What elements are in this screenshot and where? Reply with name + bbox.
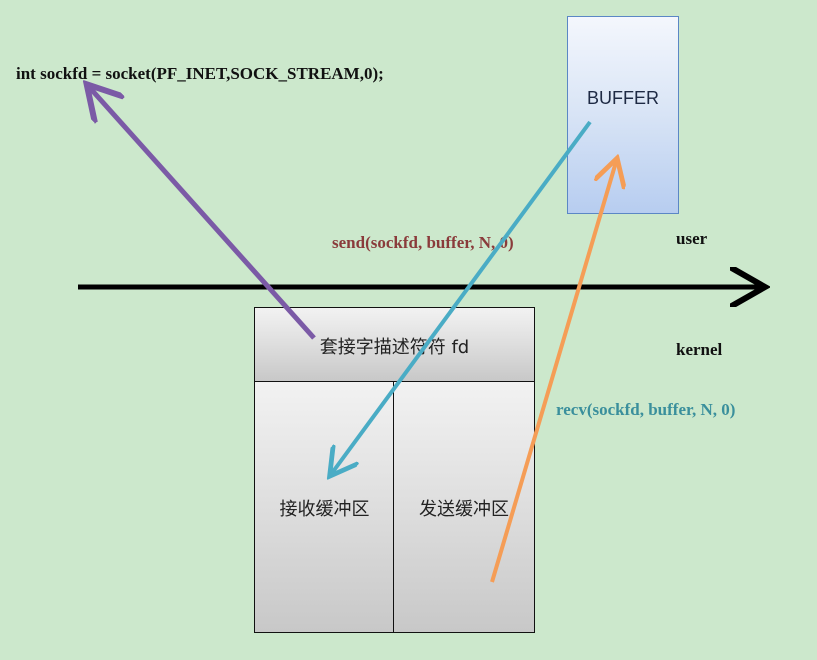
send-buffer-box (393, 381, 535, 633)
user-space-label: user (676, 229, 708, 248)
socket-code-line: int sockfd = socket(PF_INET,SOCK_STREAM,… (16, 64, 384, 83)
send-copy-arrow (332, 120, 592, 473)
kernel-space-label: kernel (676, 340, 723, 359)
user-buffer-label: BUFFER (587, 88, 659, 108)
receive-buffer-label: 接收缓冲区 (279, 499, 370, 520)
send-buffer-label: 发送缓冲区 (419, 499, 509, 520)
recv-copy-arrow (490, 162, 616, 583)
receive-buffer-box (254, 381, 395, 633)
recv-call-label: recv(sockfd, buffer, N, 0) (556, 400, 736, 419)
socket-fd-to-code-arrow (90, 88, 316, 340)
socket-fd-label: 套接字描述符符 fd (319, 337, 470, 358)
send-call-label: send(sockfd, buffer, N, 0) (332, 233, 514, 252)
